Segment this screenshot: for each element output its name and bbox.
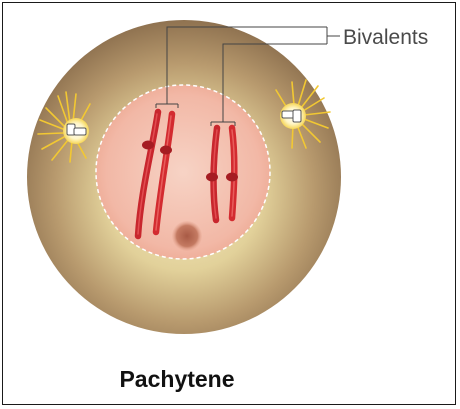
- bivalents-label: Bivalents: [343, 26, 428, 49]
- nucleolus: [172, 221, 202, 251]
- stage-title: Pachytene: [0, 366, 354, 393]
